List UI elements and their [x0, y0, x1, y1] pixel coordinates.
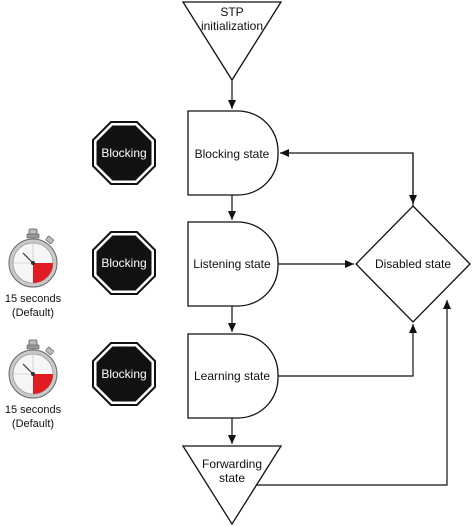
learning-state-node: Learning state [187, 333, 279, 419]
stop-sign-label: Blocking [101, 146, 146, 160]
disabled-state-label: Disabled state [375, 257, 451, 271]
learning-state-label: Learning state [194, 369, 270, 383]
stp-initialization-node: STP initialization [181, 1, 283, 82]
forwarding-label-line1: Forwarding [202, 457, 262, 471]
stop-sign-3: Blocking [92, 342, 156, 406]
init-label-line2: initialization [201, 19, 263, 33]
forwarding-label-line2: state [219, 471, 245, 485]
timer-2-line2: (Default) [12, 418, 54, 430]
timer-1-line1: 15 seconds [5, 293, 62, 305]
stop-sign-1: Blocking [92, 121, 156, 185]
listening-state-node: Listening state [187, 221, 279, 307]
stop-sign-label: Blocking [101, 256, 146, 270]
timer-1-line2: (Default) [12, 307, 54, 319]
edge-forwarding-to-disabled [256, 300, 451, 486]
listening-state-label: Listening state [193, 257, 271, 271]
blocking-state-label: Blocking state [195, 147, 270, 161]
stopwatch-icon-1 [8, 228, 58, 288]
disabled-state-node: Disabled state [355, 205, 471, 323]
stopwatch-icon-2 [8, 339, 58, 399]
edge-learning-to-disabled [278, 324, 417, 377]
stop-sign-label: Blocking [101, 367, 146, 381]
timer-2-line1: 15 seconds [5, 404, 62, 416]
forwarding-state-node: Forwarding state [181, 445, 283, 526]
stop-sign-2: Blocking [92, 231, 156, 295]
init-label-line1: STP [220, 5, 243, 19]
connectors [228, 80, 451, 486]
blocking-state-node: Blocking state [187, 110, 279, 196]
edge-disabled-to-blocking [280, 149, 414, 206]
